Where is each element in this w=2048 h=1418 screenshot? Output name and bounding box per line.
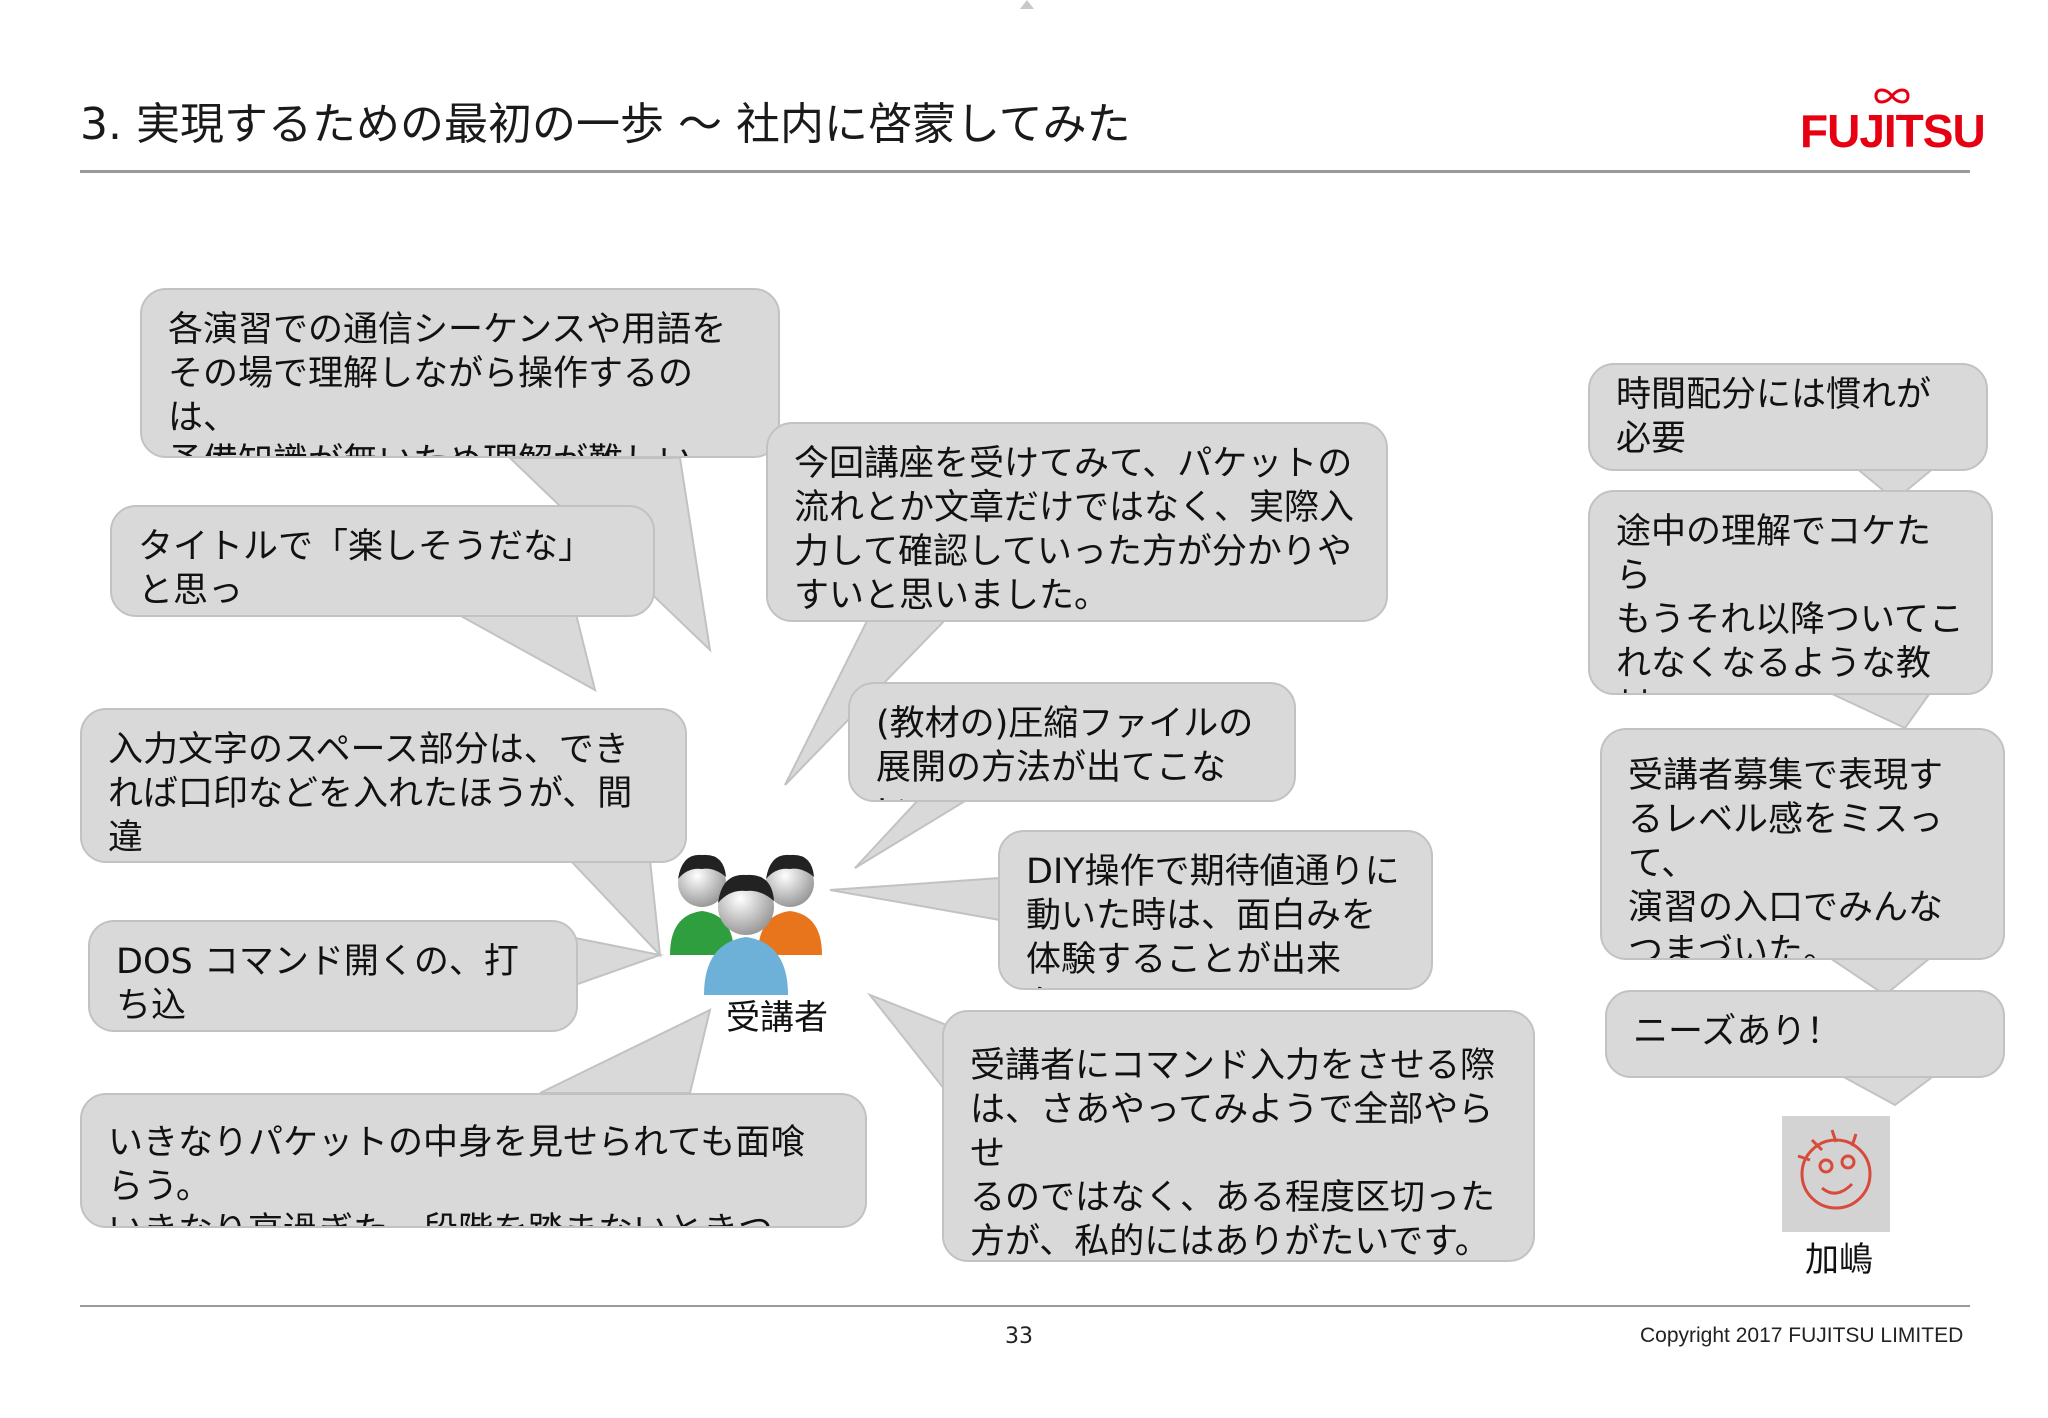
infinity-icon — [1874, 88, 1910, 104]
instructor-photo — [1782, 1116, 1890, 1232]
comment-bubble-2: タイトルで「楽しそうだな」と思っ たが、レベル感が合わなかった。 — [110, 505, 655, 617]
tail-r4 — [1839, 1074, 1938, 1107]
comment-bubble-7: (教材の)圧縮ファイルの 展開の方法が出てこない。 — [848, 682, 1296, 802]
comment-bubble-1: 各演習での通信シーケンスや用語を その場で理解しながら操作するのは、 予備知識が… — [140, 288, 780, 458]
copyright-text: Copyright 2017 FUJITSU LIMITED — [1640, 1324, 1964, 1347]
footer-rule — [80, 1305, 1970, 1307]
tail-b2 — [449, 609, 597, 692]
tail-b4 — [574, 936, 664, 987]
tail-b8 — [829, 876, 1001, 922]
page-number: 33 — [1005, 1324, 1033, 1349]
top-marker — [1020, 0, 1034, 9]
comment-bubble-3: 入力文字のスペース部分は、でき れば口印などを入れたほうが、間違 いがなくなると… — [80, 708, 687, 863]
tail-b7 — [854, 797, 974, 869]
instructor-label: 加嶋 — [1805, 1240, 1873, 1280]
header-rule — [80, 170, 1970, 173]
students-label: 受講者 — [726, 998, 828, 1038]
fujitsu-logo: FUJITSU — [1800, 86, 1986, 166]
instructor-bubble-1: 時間配分には慣れが 必要 — [1588, 363, 1988, 471]
instructor-bubble-2: 途中の理解でコケたら もうそれ以降ついてこ れなくなるような教材 は良くない — [1588, 490, 1993, 695]
comment-bubble-4: DOS コマンド開くの、打ち込 むの、とっつきにくい。 — [88, 920, 578, 1032]
comment-bubble-5: いきなりパケットの中身を見せられても面喰らう。 いきなり高過ぎた。段階を踏まない… — [80, 1093, 867, 1228]
comment-bubble-9: 受講者にコマンド入力をさせる際 は、さあやってみようで全部やらせ るのではなく、… — [942, 1010, 1535, 1262]
users-group-icon — [670, 854, 822, 995]
logo-text: FUJITSU — [1800, 105, 1986, 157]
smiley-sketch-icon — [1782, 1116, 1890, 1232]
instructor-bubble-3: 受講者募集で表現す るレベル感をミスって、 演習の入口でみんな つまづいた。 — [1600, 728, 2005, 960]
tail-r2 — [1829, 692, 1932, 730]
instructor-bubble-4: ニーズあり！ — [1605, 990, 2005, 1078]
comment-bubble-6: 今回講座を受けてみて、パケットの 流れとか文章だけではなく、実際入 力して確認し… — [766, 422, 1388, 622]
slide-title: 3. 実現するための最初の一歩 ～ 社内に啓蒙してみた — [80, 99, 1131, 150]
comment-bubble-8: DIY操作で期待値通りに 動いた時は、面白みを 体験することが出来た。 — [998, 830, 1433, 990]
